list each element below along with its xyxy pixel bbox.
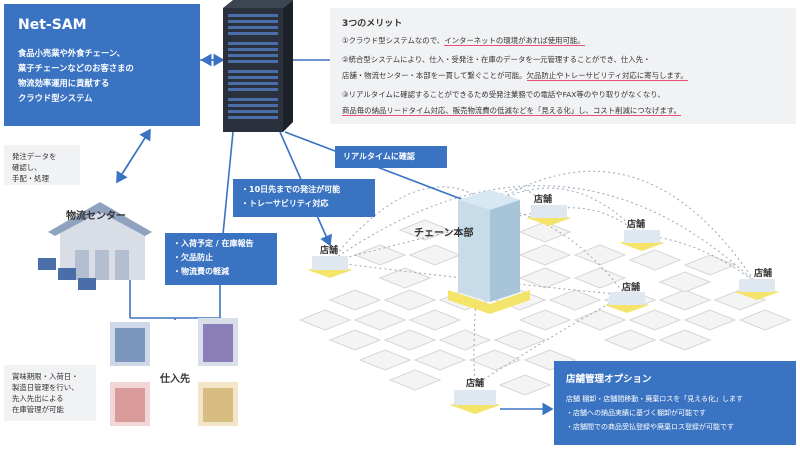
distribution-center-label: 物流センター	[66, 211, 126, 222]
product-title-panel: Net-SAM 食品小売業や外食チェーン、 菓子チェーンなどのお客さまの 物流効…	[4, 4, 200, 126]
merit-highlight: 欠品防止やトレーサビリティ対応に寄与します。	[526, 71, 688, 81]
merit-2a: ②統合型システムにより、仕入・受発注・在庫のデータを一元管理することができ、仕入…	[342, 55, 651, 64]
merit-text: 店舗・物流センター・本部を一貫して繋ぐことが可能。	[342, 71, 527, 80]
merit-3b: 商品毎の納品リードタイム対応、販売物流費の低減などを「見える化」し、コスト削減に…	[342, 105, 681, 117]
benefit-line: ・トレーサビリティ対応	[241, 199, 329, 208]
merit-2b: 店舗・物流センター・本部を一貫して繋ぐことが可能。欠品防止やトレーサビリティ対応…	[342, 70, 688, 82]
order-check-note: 発注データを 確認し、 手配・処理	[4, 145, 80, 185]
note-line: 先入先出による	[12, 394, 64, 403]
merit-3a: ③リアルタイムに確認することができるため受発注業務での電話やFAX等のやり取りが…	[342, 90, 665, 99]
supplier-label: 仕入先	[160, 374, 190, 385]
benefit-line: ・欠品防止	[173, 253, 213, 262]
merit-text: ①クラウド型システムなので、	[342, 36, 445, 45]
merit-1: ①クラウド型システムなので、インターネットの環境があれば使用可能。	[342, 35, 585, 47]
store-buildings	[308, 205, 779, 414]
desc-line: 菓子チェーンなどのお客さまの	[18, 63, 134, 73]
supplier-buildings	[110, 318, 238, 426]
chain-hq-building	[448, 190, 530, 314]
benefit-line: ・入荷予定 / 在庫報告	[173, 239, 254, 248]
store-option-heading: 店舗管理オプション	[566, 374, 652, 385]
merits-heading: 3つのメリット	[342, 19, 403, 29]
benefit-line: ・物流費の軽減	[173, 267, 229, 276]
note-line: 手配・処理	[12, 174, 49, 183]
order-benefits-label: ・10日先までの発注が可能 ・トレーサビリティ対応	[233, 179, 375, 217]
note-line: 在庫管理が可能	[12, 405, 64, 414]
distribution-center-building	[38, 202, 152, 290]
store-label: 店舗	[627, 220, 646, 230]
desc-line: 食品小売業や外食チェーン、	[18, 48, 125, 58]
supplier-benefits-label: ・入荷予定 / 在庫報告 ・欠品防止 ・物流費の軽減	[165, 233, 277, 285]
realtime-label: リアルタイムに確認	[335, 146, 447, 168]
merits-panel: 3つのメリット ①クラウド型システムなので、インターネットの環境があれば使用可能…	[330, 8, 796, 124]
cloud-server-icon	[223, 0, 293, 132]
benefit-line: ・10日先までの発注が可能	[241, 185, 341, 194]
store-label: 店舗	[534, 195, 553, 205]
store-label: 店舗	[466, 379, 485, 389]
chain-hq-label: チェーン本部	[414, 228, 474, 239]
store-label: 店舗	[320, 246, 339, 256]
product-description: 食品小売業や外食チェーン、 菓子チェーンなどのお客さまの 物流効率運用に貢献する…	[18, 46, 134, 106]
store-label: 店舗	[622, 283, 641, 293]
store-label: 店舗	[754, 269, 773, 279]
desc-line: 物流効率運用に貢献する	[18, 78, 110, 88]
note-line: 製造日管理を行い、	[12, 383, 79, 392]
product-name: Net-SAM	[18, 17, 87, 33]
store-option-line: ・店舗への納品実績に基づく棚卸が可能です	[566, 409, 706, 417]
merit-highlight: 商品毎の納品リードタイム対応、販売物流費の低減などを「見える化」し、コスト削減に…	[342, 106, 681, 116]
store-management-option-panel: 店舗管理オプション 店舗 棚卸・店舗間移動・廃棄ロスを「見える化」します ・店舗…	[554, 361, 796, 445]
note-line: 確認し、	[12, 163, 42, 172]
expiry-management-note: 賞味期限・入荷日・ 製造日管理を行い、 先入先出による 在庫管理が可能	[4, 365, 96, 421]
note-line: 発注データを	[12, 152, 57, 161]
note-line: 賞味期限・入荷日・	[12, 372, 79, 381]
desc-line: クラウド型システム	[18, 93, 93, 103]
store-option-line: ・店舗間での商品受払登録や廃棄ロス登録が可能です	[566, 423, 734, 431]
store-option-line: 店舗 棚卸・店舗間移動・廃棄ロスを「見える化」します	[566, 395, 744, 403]
merit-highlight: インターネットの環境があれば使用可能。	[444, 36, 585, 46]
